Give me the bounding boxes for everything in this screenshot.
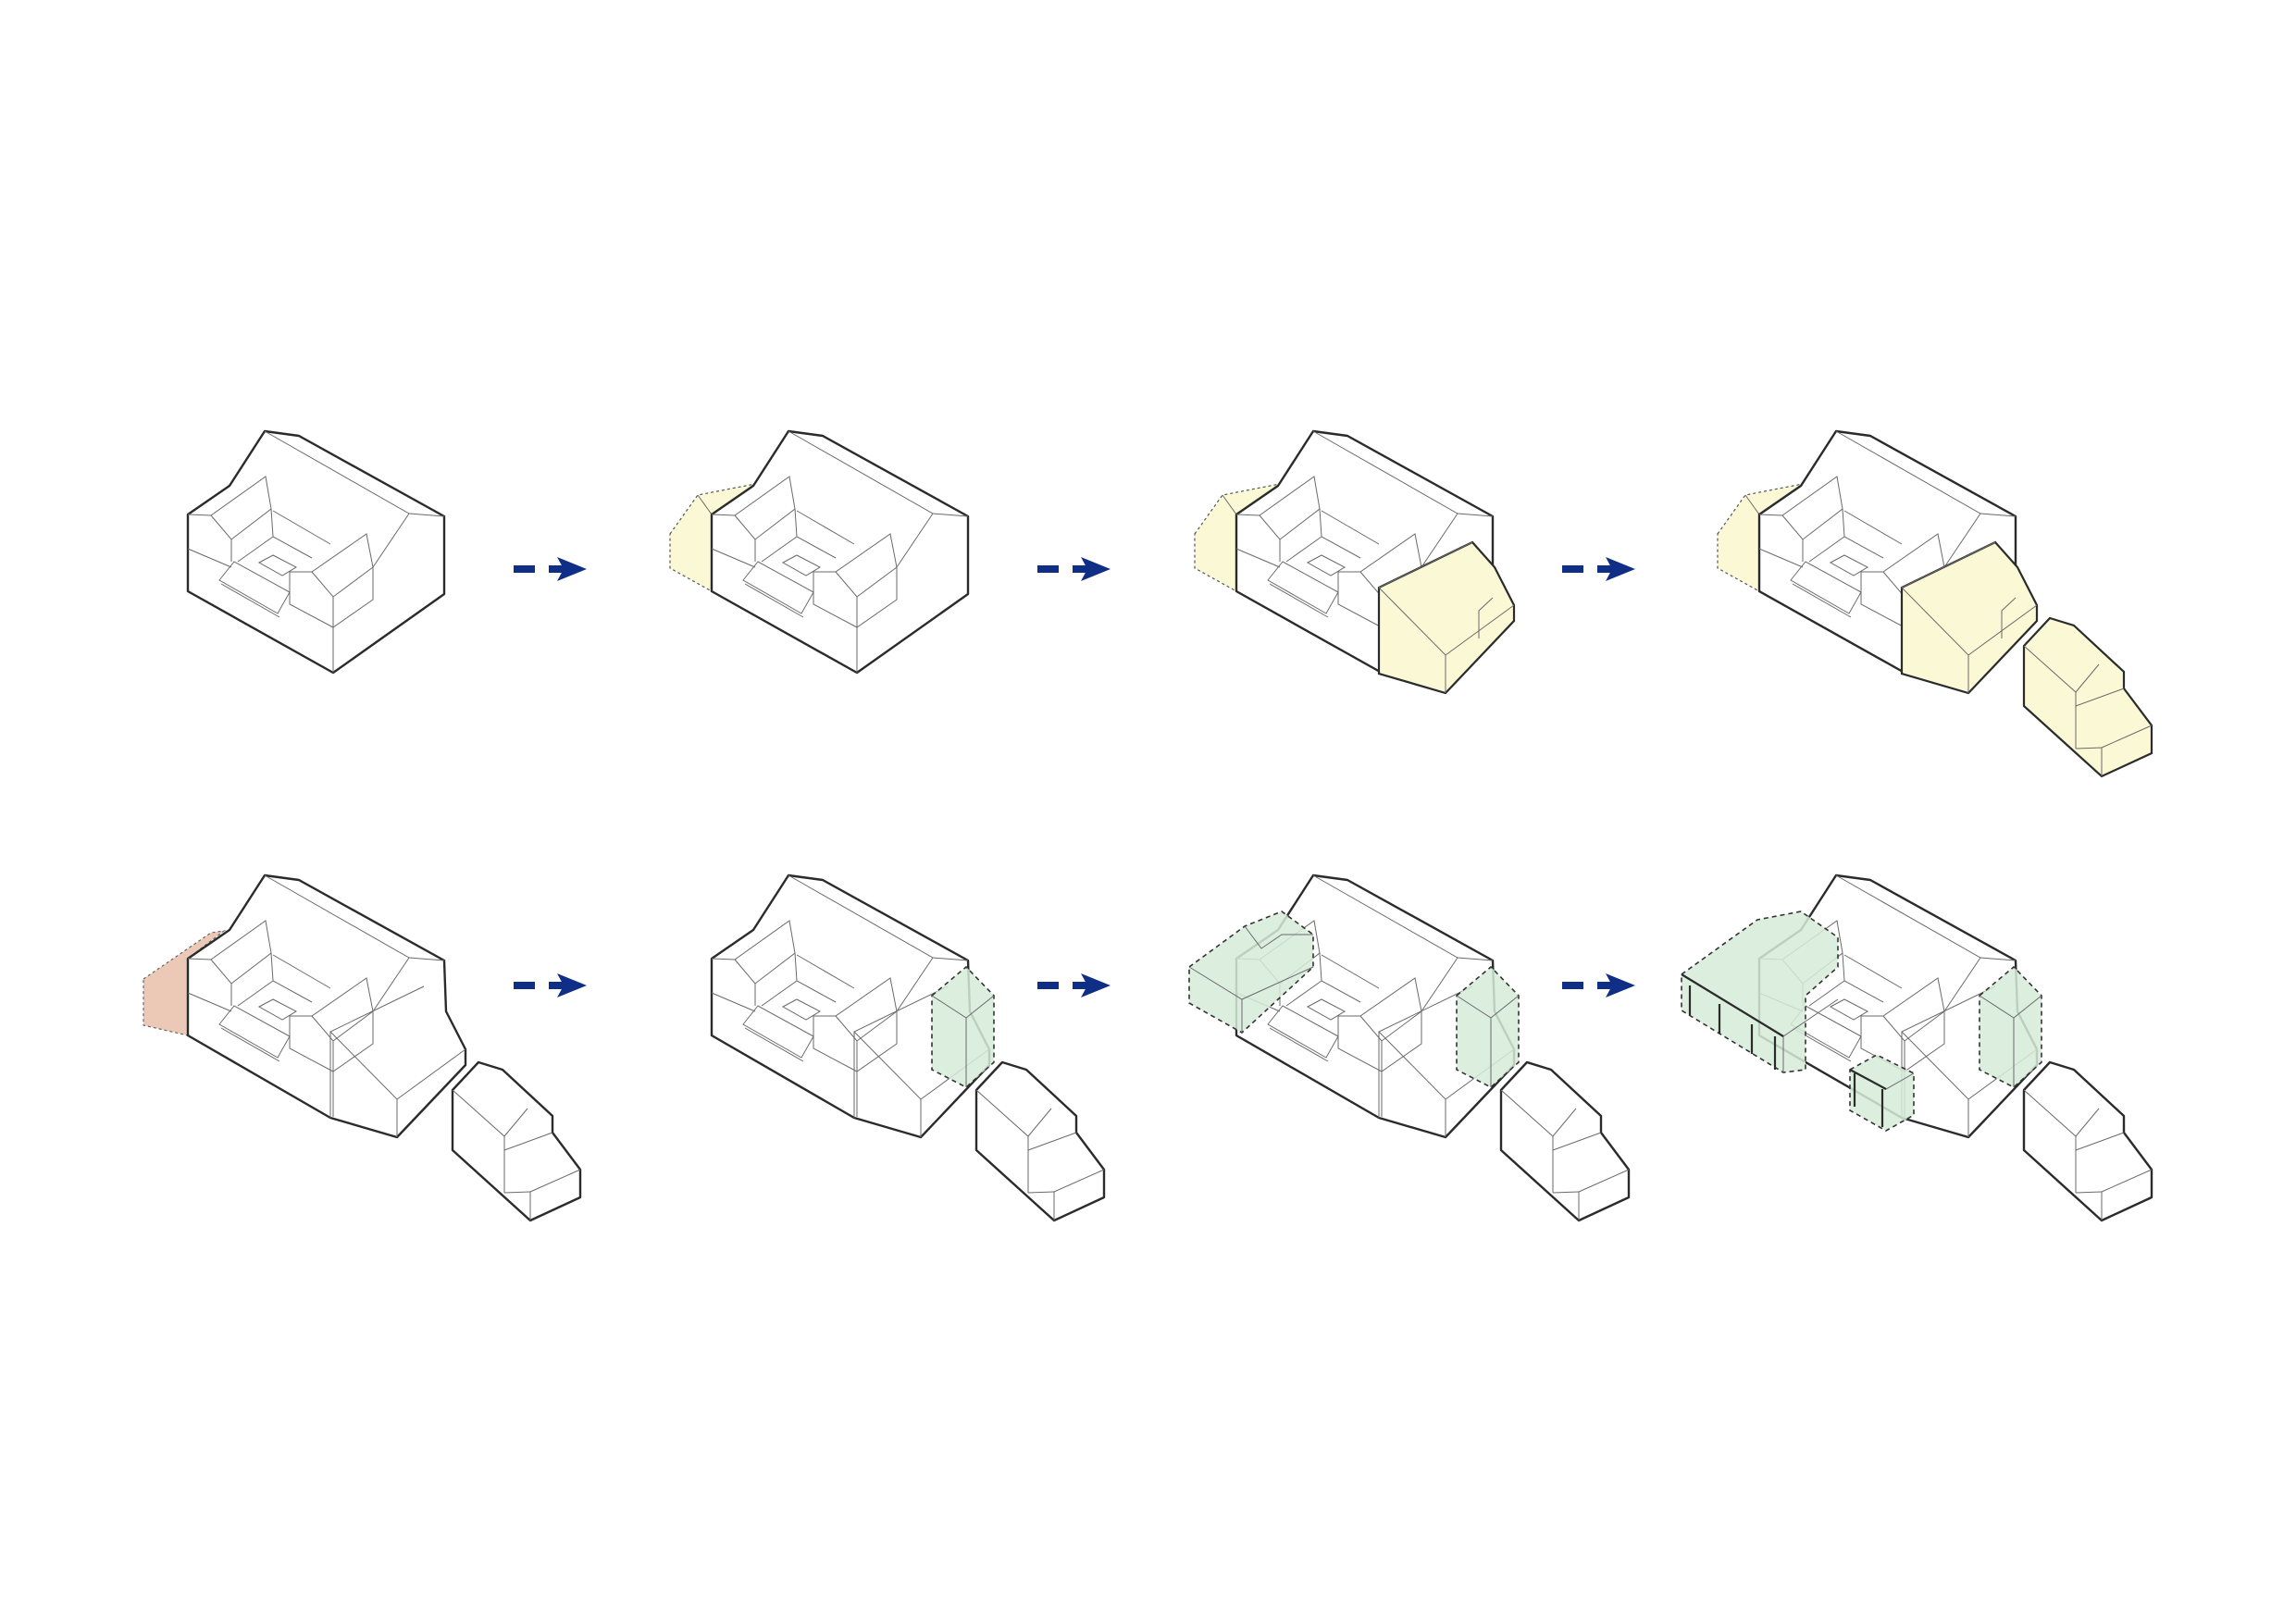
stage-6-green-insertion — [710, 873, 1106, 1222]
dashed-right-arrow-icon — [1562, 557, 1635, 581]
yellow-outbuilding — [2022, 616, 2153, 778]
stage-2-house-with-left-addition — [669, 429, 970, 675]
outbuilding — [451, 1060, 582, 1222]
outbuilding — [974, 1060, 1106, 1222]
dashed-right-arrow-icon — [1037, 557, 1111, 581]
green-frame-wing — [1681, 911, 1839, 1073]
stage-8-final-scheme — [1681, 873, 2153, 1222]
dashed-right-arrow-icon — [514, 557, 587, 581]
stage-7-green-left-wing — [1188, 873, 1631, 1222]
stage-5-demolition — [143, 873, 582, 1222]
stage-1-existing-house — [186, 429, 446, 675]
stage-4-house-with-outbuilding — [1717, 429, 2153, 778]
green-left-volume — [1188, 911, 1314, 1034]
stage-3-house-with-right-extension — [1194, 429, 1516, 695]
outbuilding — [2022, 1060, 2153, 1222]
dashed-right-arrow-icon — [1037, 973, 1111, 997]
dashed-right-arrow-icon — [514, 973, 587, 997]
dashed-right-arrow-icon — [1562, 973, 1635, 997]
outbuilding — [1499, 1060, 1631, 1222]
green-small-pavilion — [1849, 1054, 1915, 1132]
